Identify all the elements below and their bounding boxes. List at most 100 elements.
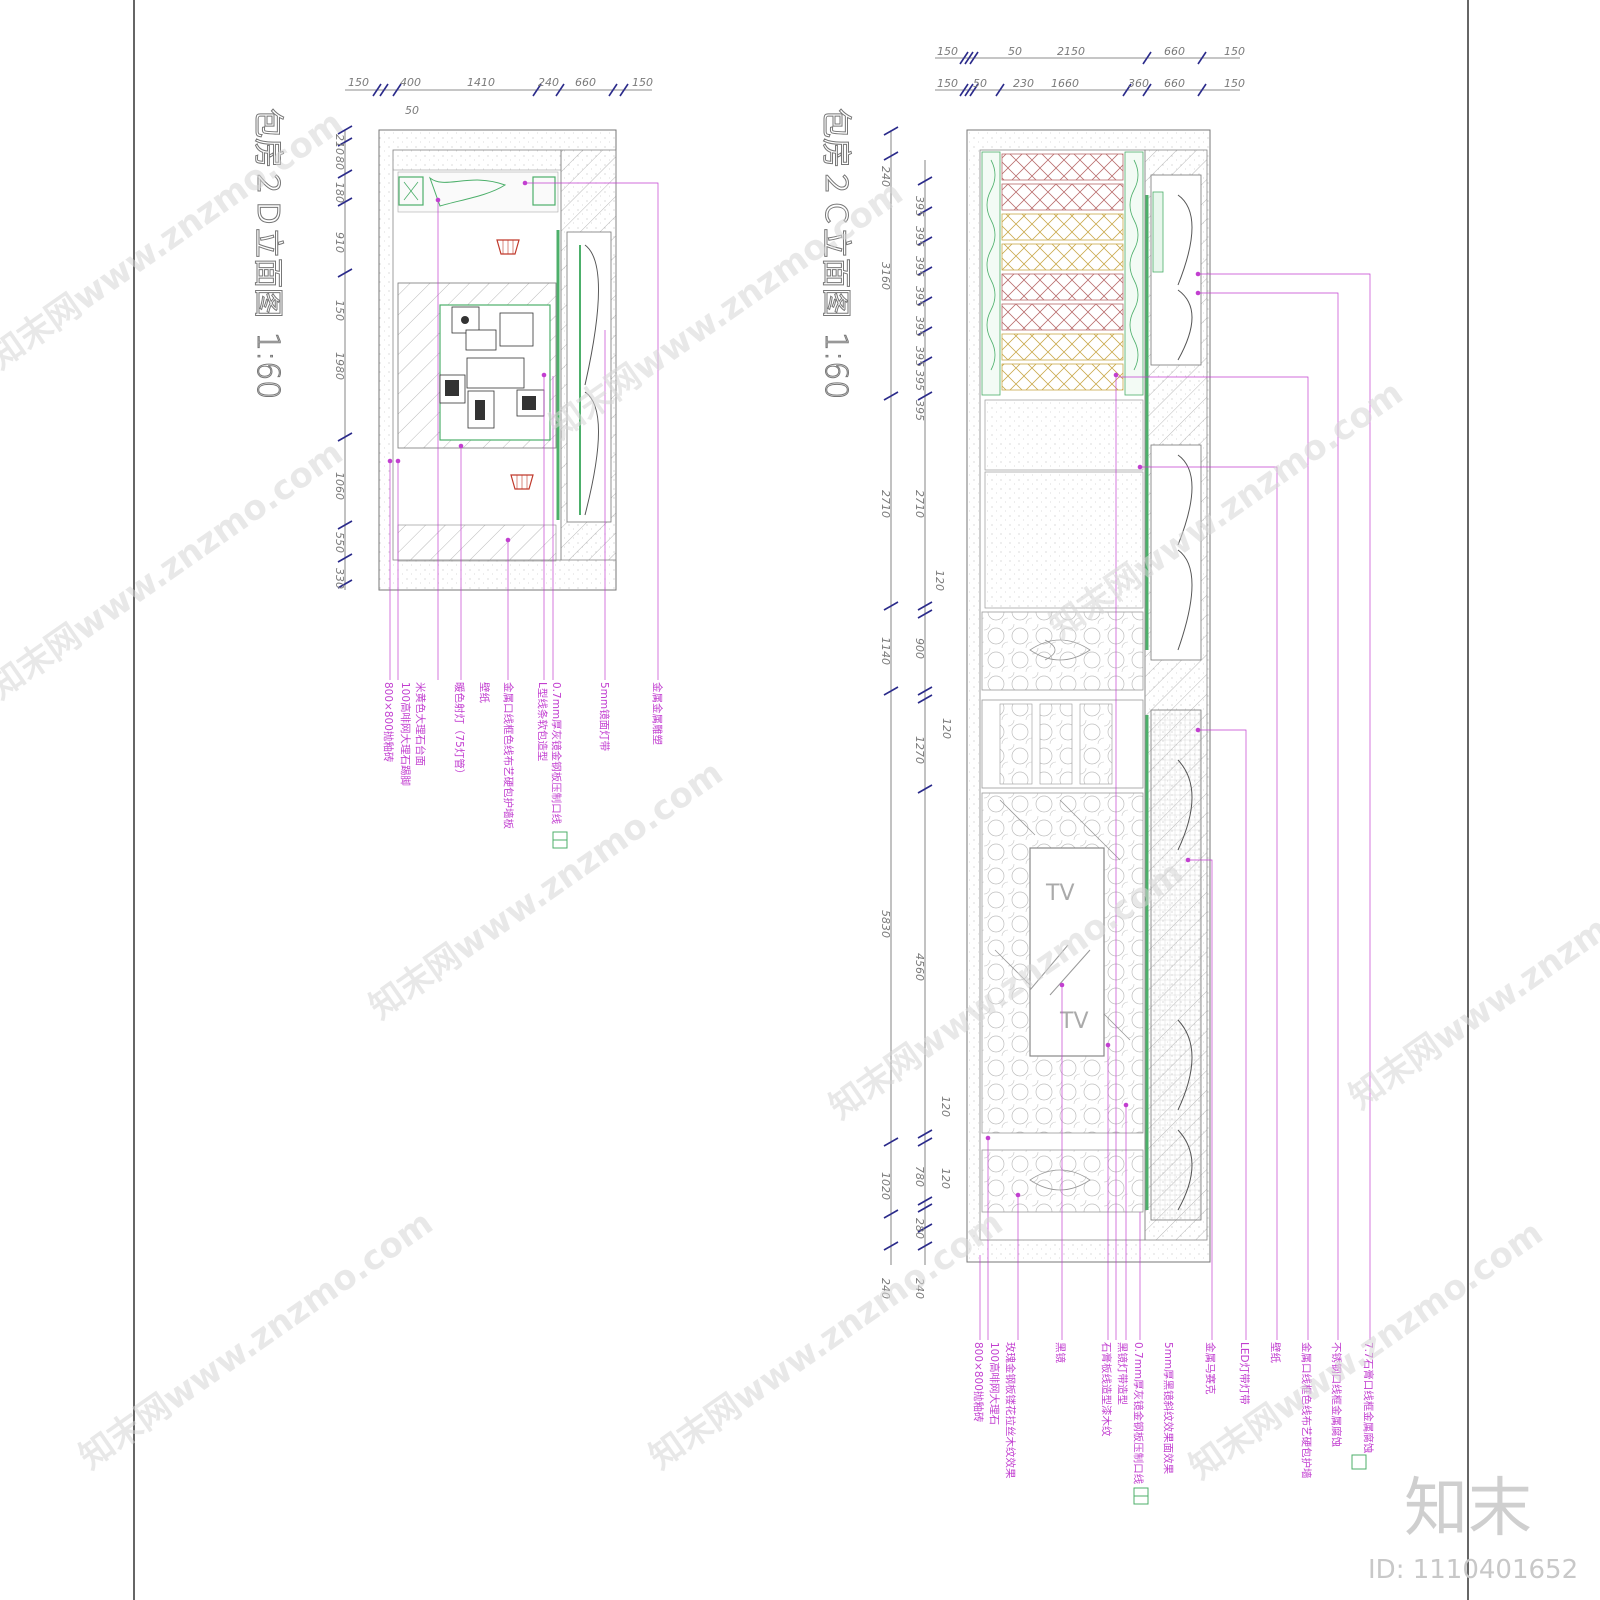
c-inner-dim-18: 280 bbox=[913, 1218, 926, 1239]
c-inner-dim-1: 395 bbox=[913, 196, 926, 217]
d-label-1: 800×800抛釉砖 bbox=[382, 682, 395, 763]
tv-label: TV bbox=[1045, 881, 1075, 906]
c-top1-dim-5: 150 bbox=[1224, 45, 1245, 58]
c-label-6: 黑镜灯带造型 bbox=[1116, 1342, 1129, 1405]
c-outer-dim-2: 3160 bbox=[879, 262, 892, 290]
c-inner-dim-5: 395 bbox=[913, 316, 926, 337]
brand-logo: 知末 bbox=[1404, 1472, 1532, 1546]
d-left-dim-8: 550 bbox=[333, 532, 346, 553]
sheet-border bbox=[133, 0, 1469, 1600]
elevation-c-title: 包房２Ｃ立面图1:60 bbox=[818, 108, 853, 399]
c-top2-dim-3: 230 bbox=[1013, 77, 1034, 90]
d-top-dim-2: 400 bbox=[400, 76, 421, 89]
c-inner-dim-8: 395 bbox=[913, 400, 926, 421]
c-top2-dim-4: 1660 bbox=[1051, 77, 1079, 90]
d-top-dim-6: 150 bbox=[632, 76, 653, 89]
c-label-7: 0.7mm厚灰镜金钢板压制口线 bbox=[1132, 1342, 1145, 1485]
d-left-dim-5: 150 bbox=[333, 300, 346, 321]
d-sub-dim: 50 bbox=[405, 104, 419, 117]
wall-lamp-icon bbox=[510, 474, 534, 490]
c-outer-dim-5: 5830 bbox=[879, 910, 892, 938]
c-inner-dim-17: 120 bbox=[939, 1168, 952, 1189]
c-label-5: 石膏板线造型漆木纹 bbox=[1100, 1342, 1113, 1437]
d-label-10: 金属金属雕塑 bbox=[651, 682, 664, 745]
d-label-4: 暖色射灯（75灯管） bbox=[453, 682, 466, 779]
c-top2-dim-7: 150 bbox=[1224, 77, 1245, 90]
watermark-text: 知末网www.znzmo.com bbox=[0, 433, 350, 707]
elevation-d-title: 包房２Ｄ立面图1:60 bbox=[250, 108, 285, 399]
c-label-4: 黑镜 bbox=[1054, 1342, 1067, 1364]
watermark-text: 知末网www.znzmo.com bbox=[72, 1203, 440, 1477]
d-label-2: 100高啡网大理石踢脚 bbox=[399, 682, 412, 786]
watermark-text: 知末网www.znzmo.com bbox=[0, 103, 350, 377]
watermark-layer: 知末网www.znzmo.com 知末网www.znzmo.com 知末网www… bbox=[0, 103, 1600, 1487]
elevation-c: 包房２Ｃ立面图1:60 150 50 2150 660 150 150 50 2… bbox=[818, 45, 1375, 1505]
c-label-10: LED灯带灯带 bbox=[1238, 1342, 1250, 1405]
d-top-dim-4: 240 bbox=[538, 76, 559, 89]
c-outer-dim-4: 1140 bbox=[879, 637, 892, 665]
c-top1-dim-1: 150 bbox=[937, 45, 958, 58]
watermark-text: 知末网www.znzmo.com bbox=[1342, 843, 1600, 1117]
d-label-9: 5mm镜面灯带 bbox=[598, 682, 611, 751]
c-label-11: 壁纸 bbox=[1269, 1342, 1282, 1364]
c-label-12: 金属口线框色线布艺硬包护墙 bbox=[1300, 1342, 1313, 1479]
wall-lamp-icon bbox=[496, 239, 520, 255]
c-inner-dim-12: 120 bbox=[940, 718, 953, 739]
c-outer-dim-7: 240 bbox=[879, 1278, 892, 1299]
d-left-dim-2: 80 bbox=[333, 156, 346, 170]
d-top-dim-5: 660 bbox=[575, 76, 596, 89]
c-label-9: 金属马赛克 bbox=[1204, 1342, 1217, 1395]
c-outer-dim-1: 240 bbox=[879, 166, 892, 187]
d-label-3: 米黄色大理石台面 bbox=[414, 682, 427, 766]
c-inner-dim-6: 395 bbox=[913, 346, 926, 367]
section-marker-icon bbox=[552, 831, 568, 849]
section-marker-icon bbox=[1133, 1454, 1367, 1505]
c-inner-dim-10: 120 bbox=[933, 570, 946, 591]
c-inner-dim-15: 120 bbox=[939, 1096, 952, 1117]
c-inner-dim-4: 395 bbox=[913, 286, 926, 307]
c-label-8: 5mm厚黑镜斜纹效果面效果 bbox=[1162, 1342, 1175, 1475]
c-inner-dim-14: 4560 bbox=[913, 953, 926, 981]
d-left-dim-3: 180 bbox=[333, 182, 346, 203]
c-label-13: 不锈钢口线框金属腐蚀 bbox=[1330, 1342, 1343, 1447]
watermark-text: 知末网www.znzmo.com bbox=[642, 1203, 1010, 1477]
c-label-14: 7.7石膏口线框金属腐蚀 bbox=[1362, 1342, 1375, 1454]
d-left-dim-7: 1060 bbox=[333, 472, 346, 500]
d-left-dim-4: 910 bbox=[333, 232, 346, 253]
c-top1-dim-4: 660 bbox=[1164, 45, 1185, 58]
c-outer-dim-3: 2710 bbox=[879, 490, 892, 518]
c-outer-dim-6: 1020 bbox=[879, 1172, 892, 1200]
c-top1-dim-3: 2150 bbox=[1057, 45, 1085, 58]
d-top-dim-3: 1410 bbox=[467, 76, 495, 89]
d-label-6: 金属口线框色线布艺硬包护墙板 bbox=[502, 682, 515, 829]
d-left-dim-1: 210 bbox=[333, 134, 346, 155]
c-inner-dim-3: 395 bbox=[913, 256, 926, 277]
d-label-8: L型线条软包造型 bbox=[536, 682, 549, 761]
d-top-dim-1: 150 bbox=[348, 76, 369, 89]
c-top2-dim-6: 660 bbox=[1164, 77, 1185, 90]
c-label-3: 玫瑰金钢板镂花拉丝木纹效果 bbox=[1004, 1342, 1017, 1479]
c-top2-dim-2: 50 bbox=[973, 77, 987, 90]
c-inner-dim-13: 1270 bbox=[913, 736, 926, 764]
d-left-dim-6: 1980 bbox=[333, 352, 346, 380]
c-top2-dim-1: 150 bbox=[937, 77, 958, 90]
brand-id: ID: 1110401652 bbox=[1368, 1555, 1578, 1585]
c-inner-dim-11: 900 bbox=[913, 638, 926, 659]
watermark-text: 知末网www.znzmo.com bbox=[362, 753, 730, 1027]
c-top1-dim-2: 50 bbox=[1008, 45, 1022, 58]
d-label-7: 0.7mm厚灰镜金钢板压制口线 bbox=[550, 682, 563, 825]
c-inner-dim-7: 395 bbox=[913, 370, 926, 391]
c-top2-dim-5: 360 bbox=[1128, 77, 1149, 90]
elevation-d: 包房２Ｄ立面图1:60 150 400 1410 240 660 150 50 … bbox=[250, 76, 664, 849]
c-label-2: 100高啡网大理石 bbox=[988, 1342, 1001, 1425]
tv-label-lower: TV bbox=[1059, 1009, 1089, 1034]
d-label-5: 壁纸 bbox=[478, 682, 491, 703]
c-inner-dim-16: 780 bbox=[913, 1166, 926, 1187]
c-label-1: 800×800抛釉砖 bbox=[972, 1342, 985, 1423]
c-inner-dim-9: 2710 bbox=[913, 490, 926, 518]
c-inner-dim-19: 240 bbox=[913, 1278, 926, 1299]
d-left-dim-9: 330 bbox=[333, 568, 346, 589]
tv-panel bbox=[1029, 847, 1105, 1057]
c-inner-dim-2: 395 bbox=[913, 226, 926, 247]
